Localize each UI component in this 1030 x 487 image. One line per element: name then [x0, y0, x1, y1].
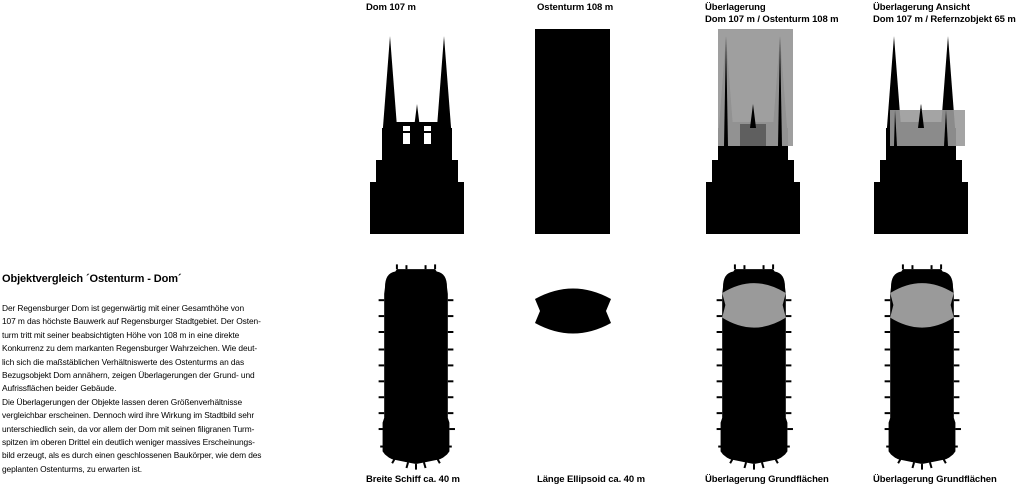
label-dom-elevation: Dom 107 m — [366, 2, 416, 13]
label-ostenturm-plan: Länge Ellipsoid ca. 40 m — [537, 474, 645, 485]
overlay-reference-figure — [874, 36, 968, 234]
description-title: Objektvergleich ´Ostenturm - Dom´ — [2, 273, 182, 285]
dom-elevation-figure — [370, 36, 464, 234]
label-overlay-reference: Überlagerung Ansicht Dom 107 m / Refernz… — [873, 2, 1016, 25]
label-dom-plan: Breite Schiff ca. 40 m — [366, 474, 460, 485]
label-overlay-plan-2: Überlagerung Grundflächen — [873, 474, 997, 485]
overlay-elevation-figure — [706, 29, 800, 234]
overlay-plan-figure — [715, 263, 794, 471]
description-paragraph: Der Regensburger Dom ist gegenwärtig mit… — [2, 303, 262, 474]
label-overlay-elevation: Überlagerung Dom 107 m / Ostenturm 108 m — [705, 2, 839, 25]
label-overlay-plan: Überlagerung Grundflächen — [705, 474, 829, 485]
overlay-plan-figure-2 — [883, 263, 962, 471]
description-block: Objektvergleich ´Ostenturm - Dom´ Der Re… — [2, 272, 327, 476]
dom-plan-figure — [377, 263, 456, 471]
ostenturm-elevation-figure — [535, 29, 610, 234]
label-ostenturm-elevation: Ostenturm 108 m — [537, 2, 614, 13]
ostenturm-plan-figure — [535, 288, 611, 334]
